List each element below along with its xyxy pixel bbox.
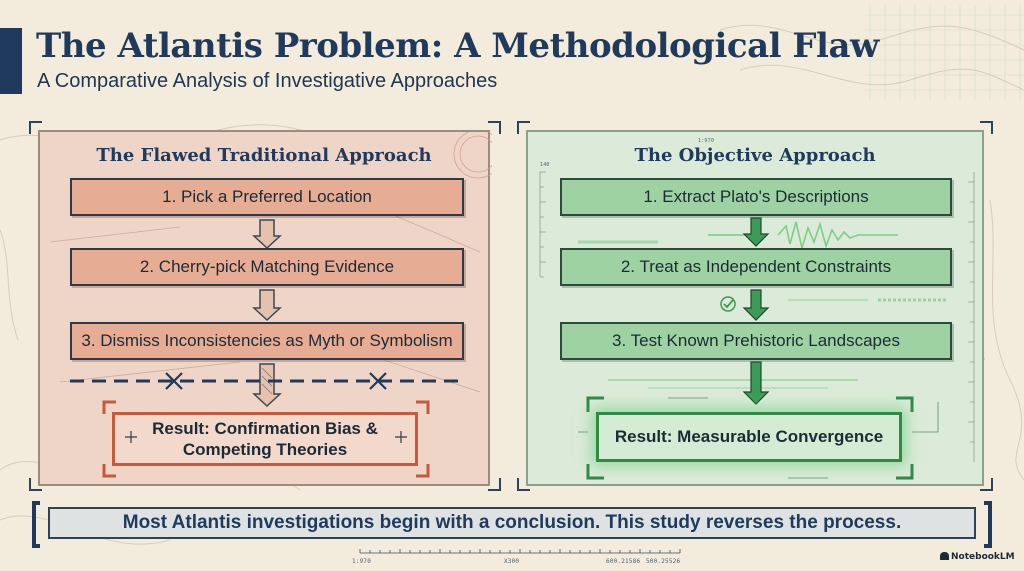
page-subtitle: A Comparative Analysis of Investigative … xyxy=(37,70,498,92)
page-title: The Atlantis Problem: A Methodological F… xyxy=(36,26,879,66)
crosshair-icon xyxy=(125,431,137,443)
x-mark-icon xyxy=(165,372,387,390)
objective-step-3: 3. Test Known Prehistoric Landscapes xyxy=(560,322,952,360)
traditional-result-line-2: Competing Theories xyxy=(182,440,348,459)
ruler-label: 1:970 xyxy=(352,558,372,565)
title-accent-bar xyxy=(0,28,22,94)
brand-name: NotebookLM xyxy=(951,552,1015,562)
traditional-result-line-1: Result: Confirmation Bias & xyxy=(152,419,378,438)
objective-approach-heading: The Objective Approach xyxy=(634,145,876,166)
objective-approach-panel: 140 1:970 The Objective Approach 1. Extr… xyxy=(526,130,984,486)
traditional-step-2: 2. Cherry-pick Matching Evidence xyxy=(70,248,464,286)
ruler-label: X300 xyxy=(504,558,520,565)
traditional-step-3: 3. Dismiss Inconsistencies as Myth or Sy… xyxy=(70,322,464,360)
brand-logo: NotebookLM xyxy=(940,552,1015,562)
objective-step-2: 2. Treat as Independent Constraints xyxy=(560,248,952,286)
conclusion-banner: Most Atlantis investigations begin with … xyxy=(48,507,976,539)
traditional-result-box: Result: Confirmation Bias & Competing Th… xyxy=(112,412,418,466)
traditional-approach-panel: The Flawed Traditional Approach 1. Pick … xyxy=(38,130,492,486)
notebooklm-icon xyxy=(940,552,949,560)
objective-result-box: Result: Measurable Convergence xyxy=(596,412,902,462)
check-icon xyxy=(720,296,736,312)
traditional-flow-connectors xyxy=(49,132,492,478)
scale-tick-label: 1:970 xyxy=(698,138,715,144)
ruler-label: 500.25526 xyxy=(646,558,681,565)
ruler-label: 600.21586 xyxy=(606,558,641,565)
traditional-step-1: 1. Pick a Preferred Location xyxy=(70,178,464,216)
scale-tick-label: 140 xyxy=(540,162,550,168)
traditional-approach-heading: The Flawed Traditional Approach xyxy=(96,145,432,166)
objective-flow-connectors xyxy=(539,171,975,480)
crosshair-icon xyxy=(395,431,407,443)
objective-step-1: 1. Extract Plato's Descriptions xyxy=(560,178,952,216)
